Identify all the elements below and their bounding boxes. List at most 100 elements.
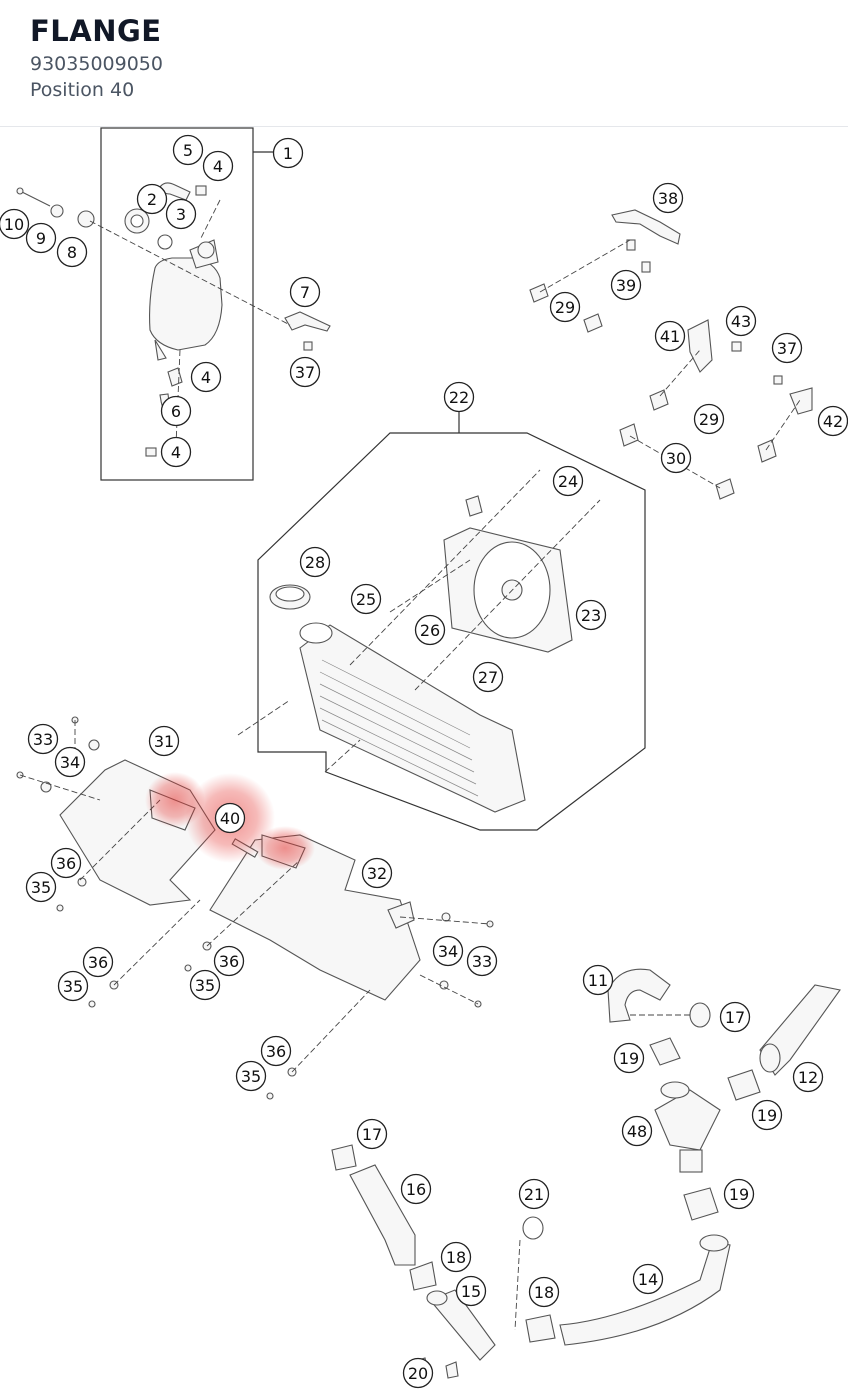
- callout-circle: [440, 1241, 472, 1273]
- callout-16[interactable]: 16: [400, 1173, 432, 1205]
- callout-11[interactable]: 11: [582, 964, 614, 996]
- callout-43[interactable]: 43: [725, 305, 757, 337]
- callout-12[interactable]: 12: [792, 1061, 824, 1093]
- callout-41[interactable]: 41: [654, 320, 686, 352]
- callout-28[interactable]: 28: [299, 546, 331, 578]
- callout-label: 36: [88, 953, 108, 972]
- callout-circle: [136, 183, 168, 215]
- callout-40[interactable]: 40: [214, 802, 246, 834]
- callout-29[interactable]: 29: [549, 291, 581, 323]
- callout-35[interactable]: 35: [189, 969, 221, 1001]
- callout-circle: [518, 1178, 550, 1210]
- callout-25[interactable]: 25: [350, 583, 382, 615]
- callout-24[interactable]: 24: [552, 465, 584, 497]
- callout-circle: [549, 291, 581, 323]
- callout-42[interactable]: 42: [817, 405, 848, 437]
- callout-30[interactable]: 30: [660, 442, 692, 474]
- callout-circle: [272, 137, 304, 169]
- callout-36[interactable]: 36: [50, 847, 82, 879]
- callout-2[interactable]: 2: [136, 183, 168, 215]
- callout-18[interactable]: 18: [440, 1241, 472, 1273]
- callout-32[interactable]: 32: [361, 857, 393, 889]
- callout-circle: [148, 725, 180, 757]
- callout-circle: [235, 1060, 267, 1092]
- callout-label: 9: [36, 229, 46, 248]
- callout-label: 8: [67, 243, 77, 262]
- spoiler-leader-lines: [19, 720, 491, 1073]
- callout-19[interactable]: 19: [613, 1042, 645, 1074]
- callout-21[interactable]: 21: [518, 1178, 550, 1210]
- callout-48[interactable]: 48: [621, 1115, 653, 1147]
- callout-circle: [472, 661, 504, 693]
- callout-36[interactable]: 36: [213, 945, 245, 977]
- callout-label: 7: [300, 283, 310, 302]
- callout-34[interactable]: 34: [54, 746, 86, 778]
- callout-31[interactable]: 31: [148, 725, 180, 757]
- callout-18[interactable]: 18: [528, 1276, 560, 1308]
- callout-label: 33: [472, 952, 492, 971]
- callout-29[interactable]: 29: [693, 403, 725, 435]
- callout-5[interactable]: 5: [172, 134, 204, 166]
- callout-26[interactable]: 26: [414, 614, 446, 646]
- callout-circle: [632, 1263, 664, 1295]
- callout-6[interactable]: 6: [160, 395, 192, 427]
- callout-36[interactable]: 36: [260, 1035, 292, 1067]
- callout-8[interactable]: 8: [56, 236, 88, 268]
- callout-35[interactable]: 35: [57, 970, 89, 1002]
- callout-label: 36: [266, 1042, 286, 1061]
- diagram-svg: 1542310987374643839294143372942302224282…: [0, 127, 848, 1389]
- callout-35[interactable]: 35: [235, 1060, 267, 1092]
- callout-7[interactable]: 7: [289, 276, 321, 308]
- callout-38[interactable]: 38: [652, 182, 684, 214]
- callout-label: 17: [362, 1125, 382, 1144]
- callout-17[interactable]: 17: [719, 1001, 751, 1033]
- callout-39[interactable]: 39: [610, 269, 642, 301]
- callout-circle: [57, 970, 89, 1002]
- callout-circle: [654, 320, 686, 352]
- callout-4[interactable]: 4: [190, 361, 222, 393]
- callout-circle: [466, 945, 498, 977]
- callout-17[interactable]: 17: [356, 1118, 388, 1150]
- callout-4[interactable]: 4: [202, 150, 234, 182]
- callout-label: 19: [619, 1049, 639, 1068]
- callout-35[interactable]: 35: [25, 871, 57, 903]
- callout-label: 25: [356, 590, 376, 609]
- callout-37[interactable]: 37: [289, 356, 321, 388]
- callout-19[interactable]: 19: [723, 1178, 755, 1210]
- hose-assembly-illustration: [331, 968, 841, 1379]
- callout-9[interactable]: 9: [25, 222, 57, 254]
- callout-label: 12: [798, 1068, 818, 1087]
- callout-33[interactable]: 33: [466, 945, 498, 977]
- callout-label: 42: [823, 412, 843, 431]
- callout-label: 5: [183, 141, 193, 160]
- callout-3[interactable]: 3: [165, 198, 197, 230]
- callout-label: 34: [438, 942, 458, 961]
- callout-14[interactable]: 14: [632, 1263, 664, 1295]
- callout-10[interactable]: 10: [0, 208, 30, 240]
- callout-36[interactable]: 36: [82, 946, 114, 978]
- callout-circle: [189, 969, 221, 1001]
- callout-circle: [575, 599, 607, 631]
- callout-circle: [25, 222, 57, 254]
- callout-15[interactable]: 15: [455, 1275, 487, 1307]
- callout-label: 28: [305, 553, 325, 572]
- callout-circle: [56, 236, 88, 268]
- callout-19[interactable]: 19: [751, 1099, 783, 1131]
- callout-circle: [455, 1275, 487, 1307]
- callout-label: 39: [616, 276, 636, 295]
- callout-20[interactable]: 20: [402, 1357, 434, 1389]
- callout-27[interactable]: 27: [472, 661, 504, 693]
- callout-37[interactable]: 37: [771, 332, 803, 364]
- callout-4[interactable]: 4: [160, 436, 192, 468]
- callout-1[interactable]: 1: [272, 137, 304, 169]
- reservoir-fasteners: [16, 187, 331, 351]
- callout-circle: [289, 276, 321, 308]
- callout-22[interactable]: 22: [443, 381, 475, 413]
- group-frame-radiator: [257, 410, 646, 831]
- callout-34[interactable]: 34: [432, 935, 464, 967]
- callout-circle: [723, 1178, 755, 1210]
- callout-circle: [725, 305, 757, 337]
- callout-23[interactable]: 23: [575, 599, 607, 631]
- callout-33[interactable]: 33: [27, 723, 59, 755]
